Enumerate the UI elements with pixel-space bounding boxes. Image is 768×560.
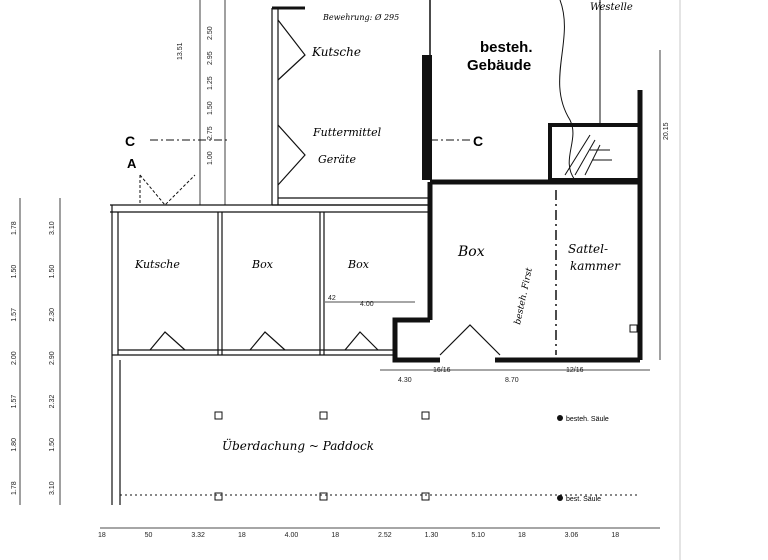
existing-building-walls (392, 0, 643, 363)
dimension-label: 4.30 (398, 377, 412, 384)
ridge-label: besteh. First (513, 267, 535, 326)
dimension-label: 2.50 (207, 26, 214, 40)
room-label-futtermittel: Futtermittel (312, 126, 382, 139)
left-dimensions: 1.78 1.50 1.57 2.00 1.57 1.80 1.78 3.10 1.50 2.30… (11, 221, 56, 495)
dimension-label: 18 (331, 532, 339, 539)
dimension-label: 18 (238, 532, 246, 539)
dimension-label: 50 (145, 532, 153, 539)
dimension-label: 3.06 (565, 532, 579, 539)
building-label-line2: Gebäude (467, 57, 531, 74)
dimension-label: 8.70 (505, 377, 519, 384)
dimension-label: 3.10 (49, 481, 56, 495)
dimension-label: 18 (98, 532, 106, 539)
dimension-label: 1.00 (207, 151, 214, 165)
dimension-label: 2.30 (49, 308, 56, 322)
dimension-label: 18 (518, 532, 526, 539)
dimension-label: 1.25 (207, 76, 214, 90)
dimension-label: 3.32 (191, 532, 205, 539)
room-label-sattel: Sattel- (568, 242, 608, 256)
room-label-kutsche-left: Kutsche (134, 258, 180, 271)
existing-column-label: besteh. Säule (566, 416, 609, 423)
dimension-label: 16/16 (433, 367, 451, 374)
dimension-label: 2.32 (49, 395, 56, 409)
dimension-label: 1.57 (11, 308, 18, 322)
staircase (564, 134, 612, 176)
dimension-label: 4.00 (360, 301, 374, 308)
dimension-label: 12/16 (566, 367, 584, 374)
dimension-label: 13.51 (177, 42, 184, 60)
building-label-line1: besteh. (480, 39, 533, 56)
dimension-label: 2.00 (11, 351, 18, 365)
break-line (559, 0, 576, 181)
dimension-label: 2.75 (207, 126, 214, 140)
columns (214, 324, 638, 501)
dimension-label: 1.50 (49, 265, 56, 279)
dimension-label: 1.80 (11, 438, 18, 452)
bottom-dimensions: 18 50 3.32 18 4.00 18 2.52 1.30 5.10 18 3.06 18 (98, 532, 619, 539)
paddock-label: Überdachung ~ Paddock (222, 437, 374, 453)
reinforcement-note: Bewehrung: Ø 295 (322, 13, 399, 22)
existing-column-dot (557, 415, 563, 421)
gate-a (139, 174, 196, 206)
upper-shed (271, 6, 430, 206)
dimension-label: 1.50 (11, 265, 18, 279)
room-label-kammer: kammer (570, 259, 621, 273)
dimension-label: 4.00 (285, 532, 299, 539)
dimension-label: 1.78 (11, 221, 18, 235)
dimension-label: 1.50 (207, 101, 214, 115)
section-marker-a: A (127, 156, 137, 171)
dimension-label: 1.78 (11, 481, 18, 495)
dimension-label: 1.50 (49, 438, 56, 452)
dimension-label: 42 (328, 295, 336, 302)
dimension-label: 3.10 (49, 221, 56, 235)
center-dimensions: 2.50 2.95 1.25 1.50 2.75 1.00 13.51 (177, 26, 214, 165)
top-right-note: Westelle (590, 2, 633, 13)
room-label-box-large: Box (457, 244, 485, 260)
room-label-kutsche-top: Kutsche (311, 45, 361, 59)
existing-column-label: best. Säule (566, 496, 601, 503)
stall-row (110, 204, 501, 505)
dimension-label: 1.57 (11, 395, 18, 409)
dimension-label: 2.95 (207, 51, 214, 65)
wall-segment (422, 55, 432, 180)
room-label-geraete: Geräte (318, 153, 357, 166)
dimension-label: 1.30 (425, 532, 439, 539)
dimension-label: 2.52 (378, 532, 392, 539)
existing-column-dot (557, 495, 563, 501)
dimension-label: 2.90 (49, 351, 56, 365)
dimension-label: 18 (611, 532, 619, 539)
section-marker-c-left: C (125, 133, 135, 149)
dimension-label: 5.10 (471, 532, 485, 539)
section-marker-c-right: C (473, 133, 483, 149)
dimension-label: 20.15 (663, 122, 670, 140)
room-label-box-1: Box (251, 258, 274, 271)
stair-enclosure (548, 123, 642, 182)
room-label-box-2: Box (347, 258, 370, 271)
